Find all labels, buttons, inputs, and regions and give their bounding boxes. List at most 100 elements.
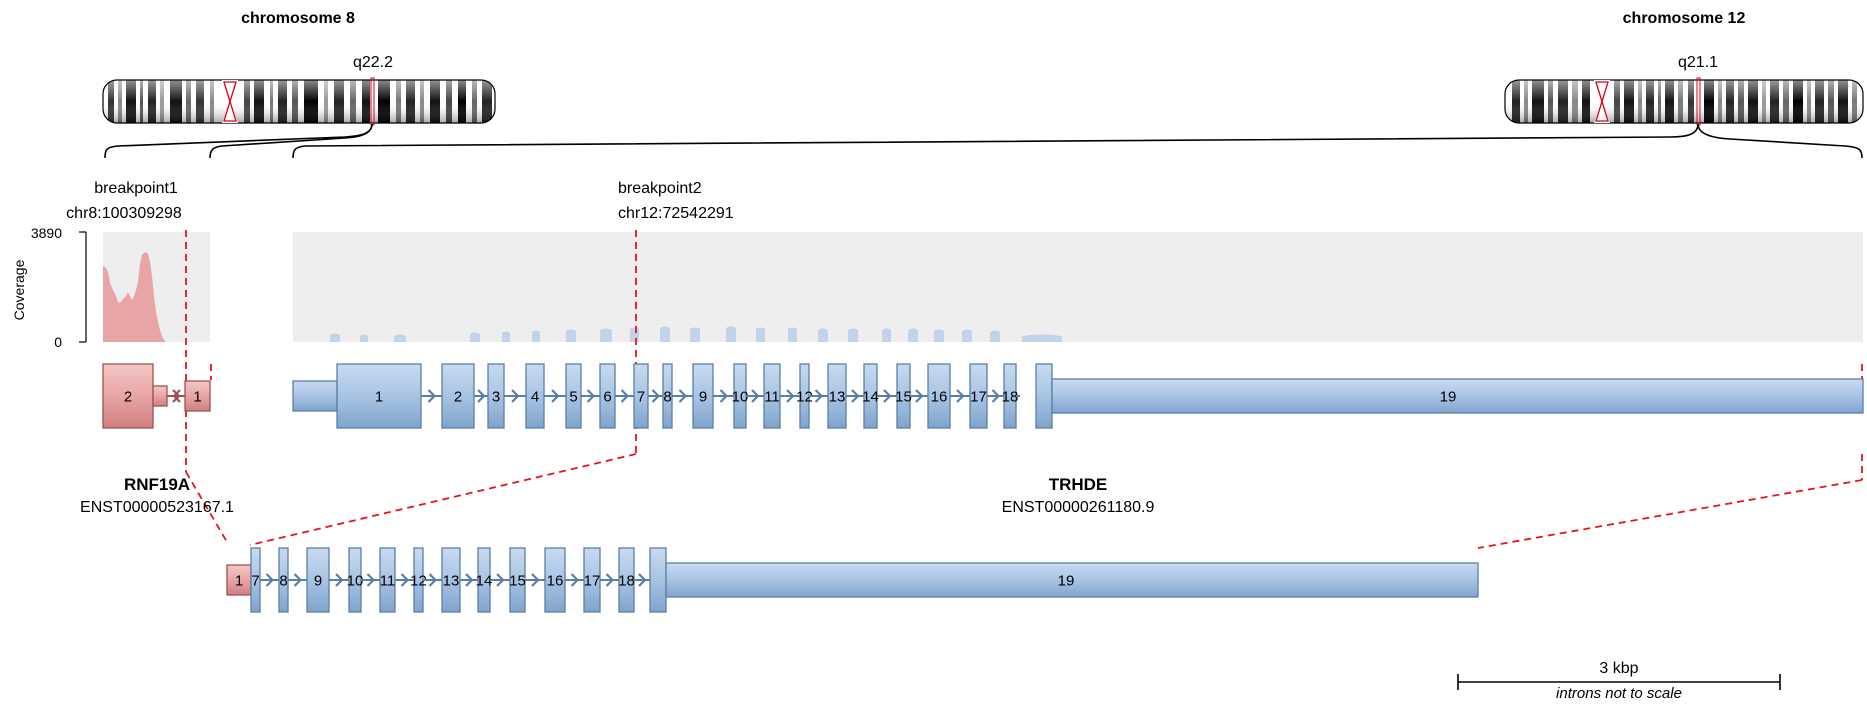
coverage-bump: [330, 333, 340, 342]
trhde-exon-11-label: 11: [764, 389, 780, 406]
coverage-bump: [818, 328, 828, 342]
breakpoint1-label: breakpoint1: [94, 180, 178, 197]
coverage-bump: [600, 328, 612, 342]
trhde-exon-10-label: 10: [732, 389, 749, 406]
strand-arrow: [366, 573, 376, 587]
rnf19a-gene-name: RNF19A: [123, 475, 191, 494]
trhde-exon-1-label: 1: [375, 389, 383, 406]
chromosome-8-band-label: q22.2: [352, 54, 394, 71]
coverage-bump: [756, 327, 765, 342]
coverage-bump: [1022, 334, 1062, 342]
coverage-bump: [470, 332, 480, 342]
fusion-exon-18-label: 18: [618, 573, 635, 590]
strand-arrow: [751, 389, 760, 403]
rnf19a-exon-2-label: 2: [124, 389, 132, 406]
strand-arrow: [465, 573, 474, 587]
coverage-area-rnf19a: [103, 252, 166, 342]
fusion-exon-19-label: 19: [1058, 573, 1075, 590]
trhde-exon-9-label: 9: [699, 389, 707, 406]
breakpoint-lines: [185, 230, 1863, 549]
trhde-exon-18-label: 18: [1002, 389, 1019, 406]
trhde-exon-19-utr: [1051, 378, 1864, 414]
fusion-exon-17-label: 17: [584, 573, 601, 590]
trhde-exon-3-label: 3: [492, 389, 500, 406]
strand-arrow: [427, 389, 437, 403]
coverage-bump: [788, 327, 797, 342]
coverage-panel-trhde: [293, 232, 1863, 342]
coverage-max-label: 3890: [30, 225, 62, 241]
strand-arrow: [400, 573, 410, 587]
fusion-exon-16-label: 16: [547, 573, 564, 590]
strand-arrow: [551, 389, 560, 403]
strand-arrow: [719, 389, 729, 403]
coverage-bump: [908, 328, 918, 342]
coverage-axis-label: Coverage: [11, 259, 27, 321]
strand-arrow: [511, 389, 520, 403]
strand-arrow: [678, 389, 688, 403]
strand-arrow: [605, 573, 615, 587]
strand-arrow: [172, 389, 181, 403]
strand-arrow: [335, 573, 344, 587]
chr8-connector-right: [209, 123, 373, 159]
coverage-bump: [962, 329, 972, 342]
rnf19a-exon-1-label: 1: [193, 389, 201, 406]
fusion-exon-13-label: 13: [443, 573, 460, 590]
chromosome-12-centromere-gap: [1594, 80, 1610, 123]
trhde-exon-12-label: 12: [796, 389, 813, 406]
strand-arrow: [477, 389, 486, 403]
coverage-bump: [360, 334, 368, 342]
fusion-exon-11-label: 11: [380, 573, 396, 590]
strand-arrow: [531, 573, 540, 587]
coverage-bump: [934, 329, 944, 342]
chromosome-8-title: chromosome 8: [241, 10, 355, 27]
fusion-projection-breakpoint2: [249, 453, 637, 546]
chromosome-12-band-label: q21.1: [1677, 54, 1719, 71]
strand-arrow: [428, 573, 438, 587]
coverage-bump: [502, 331, 510, 342]
strand-arrow: [786, 389, 795, 403]
trhde-exon-5-label: 5: [569, 389, 577, 406]
strand-arrow: [265, 573, 275, 587]
trhde-exon-16-label: 16: [931, 389, 948, 406]
coverage-bump: [566, 329, 576, 342]
trhde-exon-2-label: 2: [454, 389, 462, 406]
scale-bar: [1457, 674, 1781, 690]
chromosome-8-ideogram: [103, 80, 495, 123]
coverage-bump: [630, 327, 639, 342]
coverage-bump: [848, 328, 858, 342]
strand-arrow: [991, 389, 1001, 403]
trhde-exon-19-label: 19: [1440, 389, 1457, 406]
strand-arrow: [883, 389, 892, 403]
breakpoint2-position: chr12:72542291: [618, 205, 734, 222]
trhde-utr-5: [292, 380, 338, 412]
fusion-exon-10-label: 10: [347, 573, 364, 590]
breakpoint2-label: breakpoint2: [618, 180, 702, 197]
strand-arrow: [851, 389, 860, 403]
trhde-exon-14-label: 14: [862, 389, 879, 406]
trhde-exon-13-label: 13: [829, 389, 846, 406]
chromosome-8-outline: [102, 79, 496, 124]
fusion-exon-15-label: 15: [509, 573, 526, 590]
strand-arrow: [956, 389, 965, 403]
breakpoint1-position: chr8:100309298: [66, 205, 182, 222]
chromosome-12-title: chromosome 12: [1622, 10, 1746, 27]
strand-arrow: [172, 389, 181, 403]
fusion-exon-19-utr: [665, 562, 1479, 598]
fusion-exon-9-label: 9: [314, 573, 322, 590]
trhde-exon-19-coding: [1035, 363, 1053, 429]
chromosome-12-outline: [1504, 79, 1864, 124]
scale-bar-label: 3 kbp: [1599, 660, 1639, 677]
coverage-bump: [394, 334, 406, 342]
coverage-bump: [690, 327, 700, 342]
strand-arrow: [586, 389, 596, 403]
trhde-exon-4-label: 4: [531, 389, 539, 406]
strand-arrow: [570, 573, 580, 587]
trhde-exon-17-label: 17: [970, 389, 987, 406]
trhde-exon-1: [336, 363, 422, 429]
coverage-bump: [660, 326, 670, 342]
coverage-min-label: 0: [54, 334, 62, 350]
trhde-exon-15-label: 15: [895, 389, 912, 406]
fusion-exon-1: [226, 564, 252, 596]
